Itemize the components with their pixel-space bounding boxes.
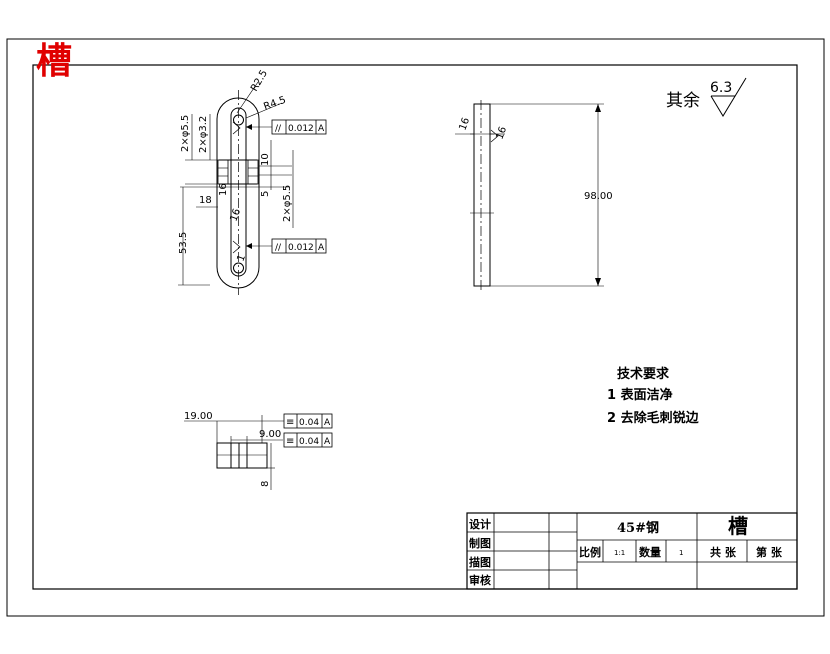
dim-r-small: R2.5 bbox=[249, 68, 270, 93]
side-dim-16: 16 bbox=[457, 116, 472, 132]
front-view-dims: R2.5 R4.5 2×φ5.5 2×φ3.2 10 5 16 18 53.5 … bbox=[178, 68, 293, 263]
section-dim-inner: 9.00 bbox=[259, 429, 281, 440]
tb-draw: 制图 bbox=[469, 536, 491, 550]
dim-53-5: 53.5 bbox=[178, 232, 189, 254]
title-block bbox=[466, 512, 798, 590]
side-view-dims: 16 16 98.00 bbox=[457, 116, 612, 202]
tech-requirements: 技术要求 1 表面洁净 2 去除毛刺锐边 bbox=[607, 366, 700, 426]
side-dim-height: 98.00 bbox=[584, 191, 613, 202]
title-block-text: 设计 制图 描图 审核 45#钢 槽 比例 1:1 数量 1 共 张 第 张 bbox=[469, 514, 783, 587]
tb-scale-label: 比例 bbox=[579, 545, 601, 559]
tb-total-label: 共 张 bbox=[710, 545, 737, 559]
side-dim-91: 16 bbox=[494, 125, 509, 141]
dim-18: 18 bbox=[199, 195, 212, 206]
tol-frame-bottom: // 0.012 A bbox=[271, 238, 327, 254]
tol-bottom-symbol: // bbox=[275, 243, 282, 253]
side-outline bbox=[473, 103, 491, 287]
section-dim-height: 8 bbox=[260, 481, 271, 487]
section-tol1-datum: A bbox=[324, 418, 331, 428]
section-outline bbox=[216, 442, 268, 469]
tol-top-symbol: // bbox=[275, 124, 282, 134]
tb-part-name: 槽 bbox=[728, 514, 748, 538]
part-outline bbox=[216, 97, 260, 289]
tol-top-datum: A bbox=[318, 124, 325, 134]
tb-trace: 描图 bbox=[469, 555, 491, 569]
section-tol-1: ≡ 0.04 A bbox=[283, 413, 333, 429]
tol-bottom-value: 0.012 bbox=[288, 243, 314, 253]
tol-frame-top: // 0.012 A bbox=[271, 119, 327, 135]
tol-top-value: 0.012 bbox=[288, 124, 314, 134]
dim-dia-top: 2×φ5.5 bbox=[180, 115, 191, 152]
tech-req-item-1: 1 表面洁净 bbox=[607, 387, 673, 403]
dim-r-large: R4.5 bbox=[262, 95, 287, 113]
section-dim-width: 19.00 bbox=[184, 411, 213, 422]
stamp-title: 槽 bbox=[36, 40, 72, 82]
tech-req-title: 技术要求 bbox=[617, 366, 670, 382]
tol-bottom-datum: A bbox=[318, 243, 325, 253]
section-tol1-value: 0.04 bbox=[299, 418, 319, 428]
tb-qty-value: 1 bbox=[679, 549, 683, 557]
section-tol2-value: 0.04 bbox=[299, 437, 319, 447]
dim-1: 1 bbox=[235, 253, 248, 263]
section-tol1-symbol: ≡ bbox=[286, 417, 294, 428]
dim-dia-bottom: 2×φ5.5 bbox=[282, 185, 293, 222]
inner-frame bbox=[32, 64, 798, 590]
dim-10: 10 bbox=[260, 153, 271, 166]
roughness-value: 6.3 bbox=[710, 80, 732, 96]
dim-5: 5 bbox=[260, 191, 271, 197]
tb-qty-label: 数量 bbox=[639, 545, 661, 559]
tb-design: 设计 bbox=[469, 517, 491, 531]
front-view bbox=[178, 81, 294, 295]
dim-16a: 16 bbox=[218, 183, 229, 196]
dim-16b: 16 bbox=[228, 207, 243, 223]
section-tol2-datum: A bbox=[324, 437, 331, 447]
section-view-dims: 19.00 9.00 8 bbox=[184, 411, 281, 487]
side-view bbox=[455, 100, 604, 292]
section-view bbox=[184, 415, 284, 490]
tb-material: 45#钢 bbox=[617, 520, 659, 536]
tb-check: 审核 bbox=[469, 573, 491, 587]
dim-dia-mid: 2×φ3.2 bbox=[198, 116, 209, 153]
roughness-note: 其余 6.3 bbox=[666, 77, 747, 117]
roughness-label: 其余 bbox=[666, 91, 700, 111]
roughness-symbol bbox=[710, 77, 747, 117]
tb-scale-value: 1:1 bbox=[614, 549, 625, 557]
tech-req-item-2: 2 去除毛刺锐边 bbox=[607, 410, 700, 426]
section-tol2-symbol: ≡ bbox=[286, 436, 294, 447]
section-tol-2: ≡ 0.04 A bbox=[283, 432, 333, 448]
outer-border bbox=[6, 38, 825, 617]
tb-sheet-label: 第 张 bbox=[756, 545, 783, 559]
